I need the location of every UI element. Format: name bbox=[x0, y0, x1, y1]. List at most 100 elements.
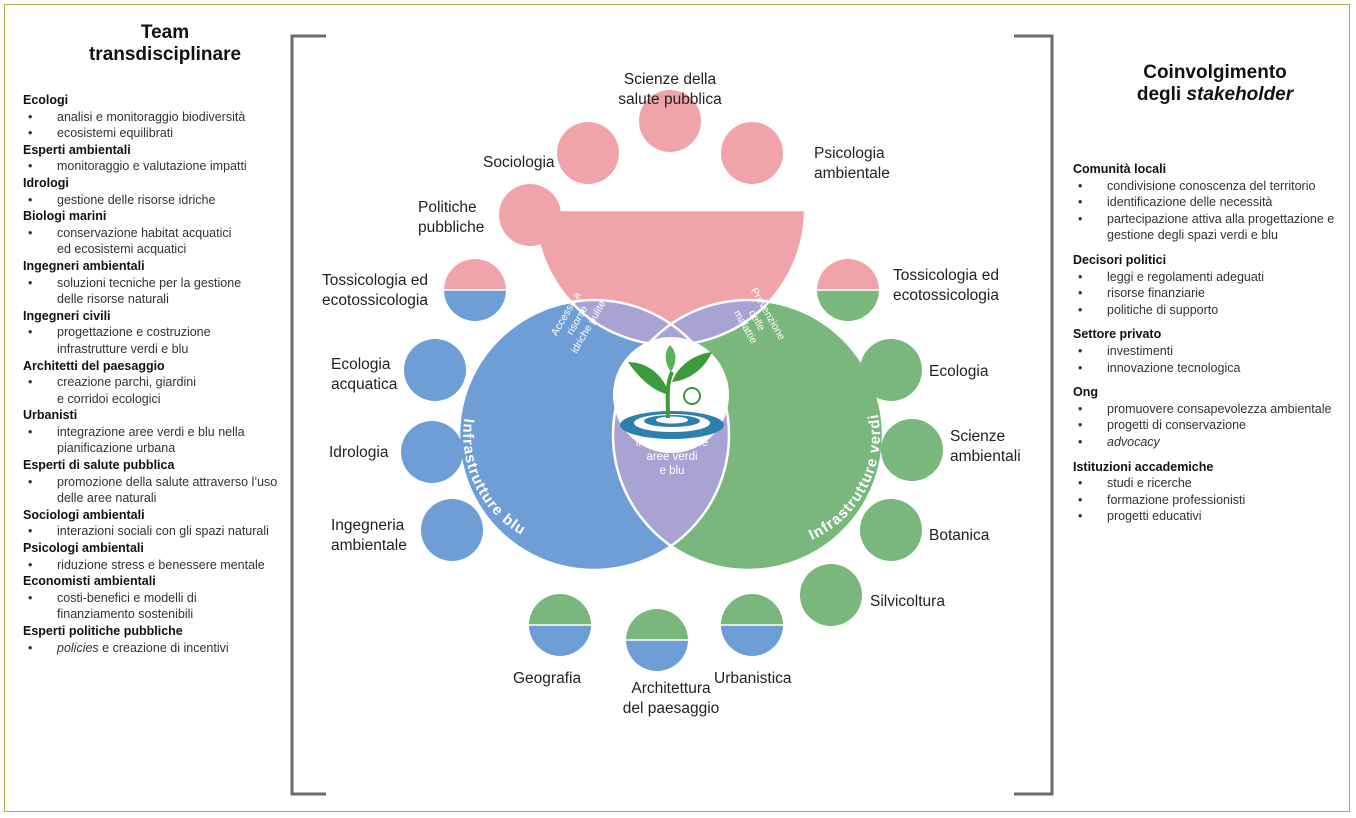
group-heading: Esperti ambientali bbox=[23, 142, 131, 157]
list-item: •advocacy bbox=[1073, 434, 1343, 451]
list-item-text: integrazione aree verdi e blu nella bbox=[57, 424, 245, 439]
bubble-silvicoltura bbox=[800, 564, 862, 626]
label-line: Architettura bbox=[631, 680, 711, 697]
group-heading: Settore privato bbox=[1073, 327, 1162, 342]
list-group: Esperti ambientali•monitoraggio e valuta… bbox=[23, 142, 293, 175]
label-ecologia: Ecologia bbox=[929, 362, 988, 382]
list-group: Decisori politici•leggi e regolamenti ad… bbox=[1073, 252, 1343, 318]
bubble-idrologia bbox=[401, 421, 463, 483]
right-title-line2: degli stakeholder bbox=[1136, 84, 1294, 105]
bullet-icon: • bbox=[28, 474, 33, 489]
list-item: •pianificazione urbana bbox=[23, 440, 293, 457]
discipline-bubbles bbox=[401, 90, 943, 671]
group-heading: Sociologi ambientali bbox=[23, 507, 145, 522]
label-line: ambientale bbox=[331, 537, 407, 554]
list-item: • analisi e monitoraggio biodiversità bbox=[23, 109, 293, 126]
list-item: • costi-benefici e modelli di bbox=[23, 590, 293, 607]
right-title-italic: stakeholder bbox=[1186, 84, 1294, 105]
list-item-text: conservazione habitat acquatici bbox=[57, 225, 232, 240]
list-group: Settore privato•investimenti•innovazione… bbox=[1073, 326, 1343, 376]
list-item-text: studi e ricerche bbox=[1107, 476, 1192, 491]
bubble-sociologia bbox=[557, 122, 619, 184]
group-heading: Idrologi bbox=[23, 175, 69, 190]
label-line: ecotossicologia bbox=[322, 292, 428, 309]
bullet-icon: • bbox=[28, 524, 33, 539]
overlap-label-line: aree verdi bbox=[646, 451, 697, 463]
bubble-scienze-ambientali bbox=[881, 419, 943, 481]
list-item-text: progetti educativi bbox=[1107, 509, 1202, 524]
group-heading: Esperti politiche pubbliche bbox=[23, 624, 183, 638]
page-frame bbox=[4, 4, 1350, 812]
label-urbanistica: Urbanistica bbox=[714, 669, 792, 689]
list-item-text: pianificazione urbana bbox=[57, 441, 176, 456]
bullet-icon: • bbox=[1078, 343, 1083, 358]
bubble-tossicologia-right bbox=[817, 259, 879, 321]
list-item-text: costi-benefici e modelli di bbox=[57, 590, 197, 605]
label-line: Silvicoltura bbox=[870, 593, 945, 610]
label-silvicoltura: Silvicoltura bbox=[870, 592, 945, 612]
plant-water-logo-icon bbox=[620, 345, 724, 439]
label-line: ambientale bbox=[814, 165, 890, 182]
group-heading: Ecologi bbox=[23, 93, 69, 107]
list-item-text: promuovere consapevolezza ambientale bbox=[1107, 401, 1332, 416]
list-item-text: gestione delle risorse idriche bbox=[57, 192, 216, 207]
label-line: Politiche bbox=[418, 199, 477, 216]
bullet-icon: • bbox=[1078, 211, 1083, 226]
list-item: •integrazione aree verdi e blu nella bbox=[23, 424, 293, 441]
list-item-text: promozione della salute attraverso l’uso bbox=[57, 474, 278, 489]
bullet-icon: • bbox=[1078, 509, 1083, 524]
bullet-icon: • bbox=[1078, 269, 1083, 284]
list-item: •ecosistemi equilibrati bbox=[23, 125, 293, 142]
bullet-icon: • bbox=[28, 225, 33, 240]
bullet-icon: • bbox=[28, 275, 33, 290]
list-item-text: analisi e monitoraggio biodiversità bbox=[57, 109, 246, 124]
list-group: Istituzioni accademiche•studi e ricerche… bbox=[1073, 459, 1343, 525]
list-group: Architetti del paesaggio•creazione parch… bbox=[23, 358, 293, 408]
bullet-icon: • bbox=[1078, 195, 1083, 210]
bullet-icon: • bbox=[28, 192, 33, 207]
list-item: • promozione della salute attraverso l’us… bbox=[23, 474, 293, 491]
bullet-icon: • bbox=[1078, 418, 1083, 433]
list-group: Ecologi • analisi e monitoraggio biodivers… bbox=[23, 92, 293, 142]
list-item: • progetti educativi bbox=[1073, 508, 1343, 525]
left-title-line2: transdisciplinare bbox=[88, 44, 242, 65]
group-heading: Esperti di salute pubblica bbox=[23, 458, 175, 473]
list-item-text: progetti di conservazione bbox=[1107, 418, 1246, 433]
list-group: Esperti di salute pubblica• promozione de… bbox=[23, 457, 293, 507]
bubble-botanica bbox=[860, 499, 922, 561]
list-item: •infrastrutture verdi e blu bbox=[23, 341, 293, 358]
list-item: •identificazione delle necessità bbox=[1073, 194, 1343, 211]
bullet-icon: • bbox=[28, 109, 33, 124]
label-line: ambientali bbox=[950, 448, 1021, 465]
group-heading: Urbanisti bbox=[23, 408, 78, 423]
list-item: •studi e ricerche bbox=[1073, 475, 1343, 492]
bullet-icon: • bbox=[28, 590, 33, 605]
group-heading: Psicologi ambientali bbox=[23, 541, 144, 556]
list-group: Biologi marini•conservazione habitat acq… bbox=[23, 208, 293, 258]
list-item-text: e corridoi ecologici bbox=[57, 391, 161, 406]
bubble-urbanistica bbox=[721, 594, 783, 656]
list-item-text: delle risorse naturali bbox=[57, 292, 169, 307]
list-group: Economisti ambientali• costi-benefici e m… bbox=[23, 573, 293, 623]
left-title-line1: Team bbox=[140, 22, 190, 43]
group-heading: Ong bbox=[1073, 385, 1098, 400]
list-item-text: soluzioni tecniche per la gestione bbox=[57, 275, 242, 290]
label-line: Geografia bbox=[513, 670, 582, 687]
group-heading: Economisti ambientali bbox=[23, 574, 156, 589]
list-item: •policies e creazione di incentivi bbox=[23, 640, 293, 657]
label-line: Ecologia bbox=[331, 356, 391, 373]
list-item: •ed ecosistemi acquatici bbox=[23, 241, 293, 258]
bubble-politiche bbox=[499, 184, 561, 246]
list-group: Psicologi ambientali•riduzione stress e … bbox=[23, 540, 293, 573]
label-line: acquatica bbox=[331, 376, 398, 393]
list-item-text: riduzione stress e benessere mentale bbox=[57, 557, 265, 572]
label-line: Tossicologia ed bbox=[893, 267, 999, 284]
list-item: •creazione parchi, giardini bbox=[23, 374, 293, 391]
